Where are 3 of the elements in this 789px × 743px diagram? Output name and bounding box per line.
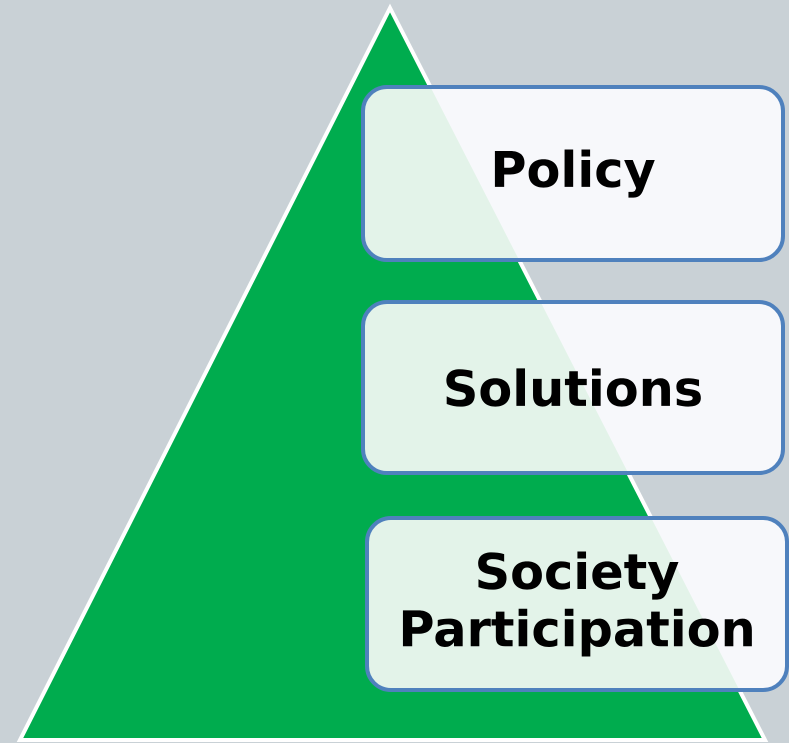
label-box: Society Participation — [365, 516, 789, 692]
label-box: Policy — [361, 85, 785, 262]
label-box: Solutions — [361, 300, 785, 475]
